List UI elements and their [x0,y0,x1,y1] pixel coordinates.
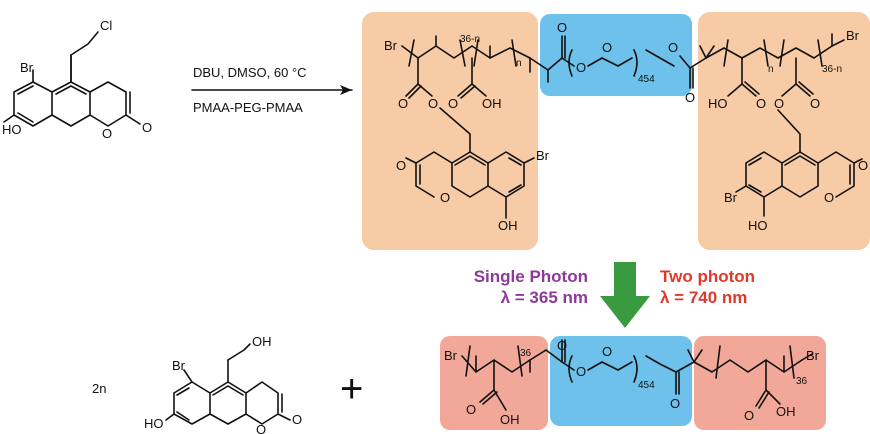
atom-br-ring-left: Br [536,148,550,163]
two-photon-label: Two photon [660,267,755,286]
atom-o-carbonyl-ring-left: O [396,158,406,173]
atom-br-ring-right: Br [724,190,738,205]
atom-cl: Cl [100,18,112,33]
atom-o-ring-left: O [440,190,450,205]
peg-cleaved-block [550,336,692,426]
atom-o1-peg: O [576,60,586,75]
atom-o-acid-left: O [448,96,458,111]
repeat-n-right: n [768,64,774,75]
product-left-block: Br 36-n n O O O OH Br O O OH [384,34,550,233]
atom-ho-acid-right: HO [708,96,728,111]
atom-o-ester-left: O [428,96,438,111]
atom-oh-final-right: OH [776,404,796,419]
atom-br-final-left: Br [444,348,458,363]
pmaa-block-right [698,12,870,250]
repeat-36-final-right: 36 [796,376,808,387]
single-photon-wavelength: λ = 365 nm [501,288,588,307]
atom-o-ester-carbonyl-right: O [810,96,820,111]
conditions-reagents: DBU, DMSO, 60 °C [193,65,307,80]
atom-ho-ring-right: HO [748,218,768,233]
atom-br-final-right: Br [806,348,820,363]
atom-ho-byproduct: HO [144,416,164,431]
single-photon-label: Single Photon [474,267,588,286]
repeat-36-n-left: 36-n [460,34,480,45]
atom-o-ring-right: O [824,190,834,205]
atom-o-carbonyl: O [142,120,152,135]
atom-o-carbonyl-peg-right: O [685,90,695,105]
repeat-454-final: 454 [638,380,655,391]
atom-o-carbonyl-byproduct: O [292,412,302,427]
reactant-coumarin: Cl Br HO O O [2,18,152,141]
repeat-n-left: n [516,58,522,69]
peg-block [540,14,692,96]
repeat-454-peg: 454 [638,74,655,85]
final-product: Br 36 O OH O O O 454 O 36 [444,338,820,427]
atom-o-ring: O [102,126,112,141]
atom-oh-ring-left: OH [498,218,518,233]
byproduct-coumarin: OH Br HO O O [144,334,302,434]
atom-o-acid-right: O [756,96,766,111]
plus-sign: + [340,367,363,411]
atom-o-ring-byproduct: O [256,422,266,434]
atom-o3-peg: O [668,40,678,55]
atom-oh-final-left: OH [500,412,520,427]
atom-o-acid-final-left: O [466,402,476,417]
repeat-36-final-left: 36 [520,348,532,359]
atom-br: Br [20,60,34,75]
repeat-36-n-right: 36-n [822,64,842,75]
atom-oh-acid-left: OH [482,96,502,111]
atom-o2-peg: O [602,40,612,55]
atom-br-byproduct: Br [172,358,186,373]
atom-o2-final: O [602,344,612,359]
photolysis-arrow [600,262,650,328]
reaction-arrow [191,85,353,95]
atom-br-right: Br [846,28,860,43]
atom-o-carbonyl-final-right: O [670,396,680,411]
two-photon-wavelength: λ = 740 nm [660,288,747,307]
atom-oh-byproduct: OH [252,334,272,349]
atom-o-ester-right: O [774,96,784,111]
atom-o-carbonyl-peg-left: O [557,20,567,35]
atom-ho: HO [2,122,22,137]
atom-o1-final: O [576,364,586,379]
pmaa-cleaved-block-right [694,336,826,430]
atom-o-carbonyl-final-left: O [557,338,567,353]
conditions-polymer: PMAA-PEG-PMAA [193,100,303,115]
atom-br-left: Br [384,38,398,53]
byproduct-coefficient: 2n [92,381,106,396]
atom-o-carbonyl-ring-right: O [858,158,868,173]
product-right-block: Br n 36-n O HO O O Br O O HO [699,28,868,233]
product-peg-block: O O O 454 O O [529,20,707,105]
atom-o-acid-final-right: O [744,408,754,423]
atom-o-ester-carbonyl-left: O [398,96,408,111]
